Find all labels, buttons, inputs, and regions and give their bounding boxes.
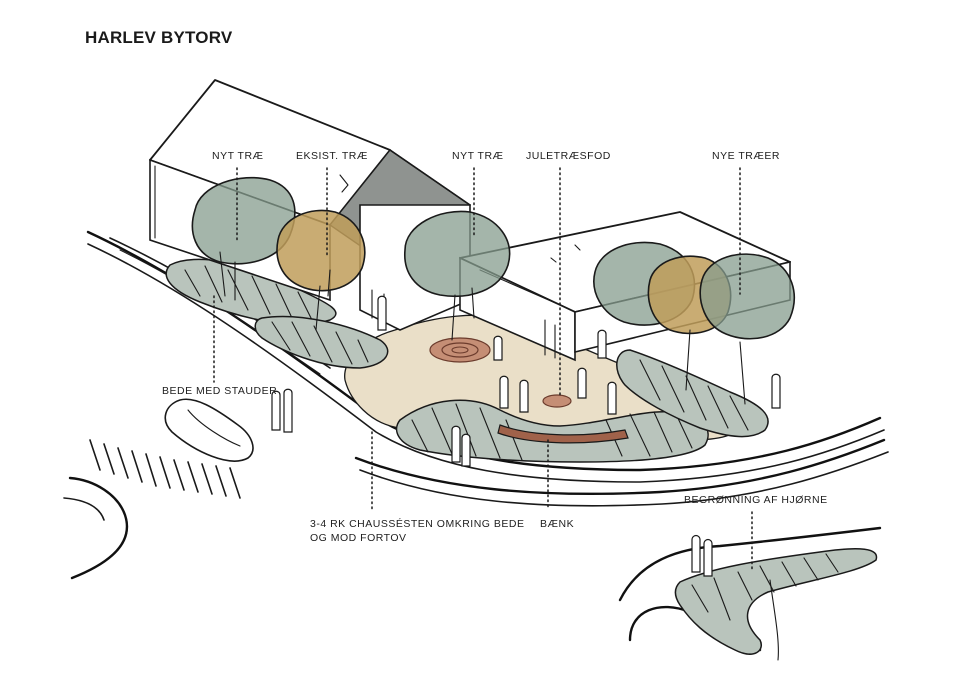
bench [497, 424, 629, 444]
label-begroenning: BEGRØNNING AF HJØRNE [684, 494, 828, 506]
corner-inset [618, 526, 882, 661]
people [271, 295, 781, 467]
label-baenk: BÆNK [540, 518, 575, 530]
trees [191, 176, 795, 405]
label-nye-traeer: NYE TRÆER [712, 150, 780, 162]
label-juletraesfod: JULETRÆSFOD [526, 150, 611, 162]
label-nyt-trae-center: NYT TRÆ [452, 150, 504, 162]
label-chaussesten-line1: 3-4 RK CHAUSSÉSTEN OMKRING BEDE [310, 518, 525, 530]
leader-lines [213, 167, 753, 573]
label-eksist-trae: EKSIST. TRÆ [296, 150, 368, 162]
label-nyt-trae-left: NYT TRÆ [212, 150, 264, 162]
crosswalk [89, 398, 254, 499]
planting-beds [254, 315, 769, 463]
page-title: HARLEV BYTORV [85, 28, 233, 47]
label-chaussesten-line2: OG MOD FORTOV [310, 532, 407, 544]
plaza-table [542, 394, 572, 408]
label-bede-med-stauder: BEDE MED STAUDER [162, 385, 278, 397]
bottom-left-curb [63, 476, 128, 580]
christmas-tree-base [429, 337, 491, 363]
